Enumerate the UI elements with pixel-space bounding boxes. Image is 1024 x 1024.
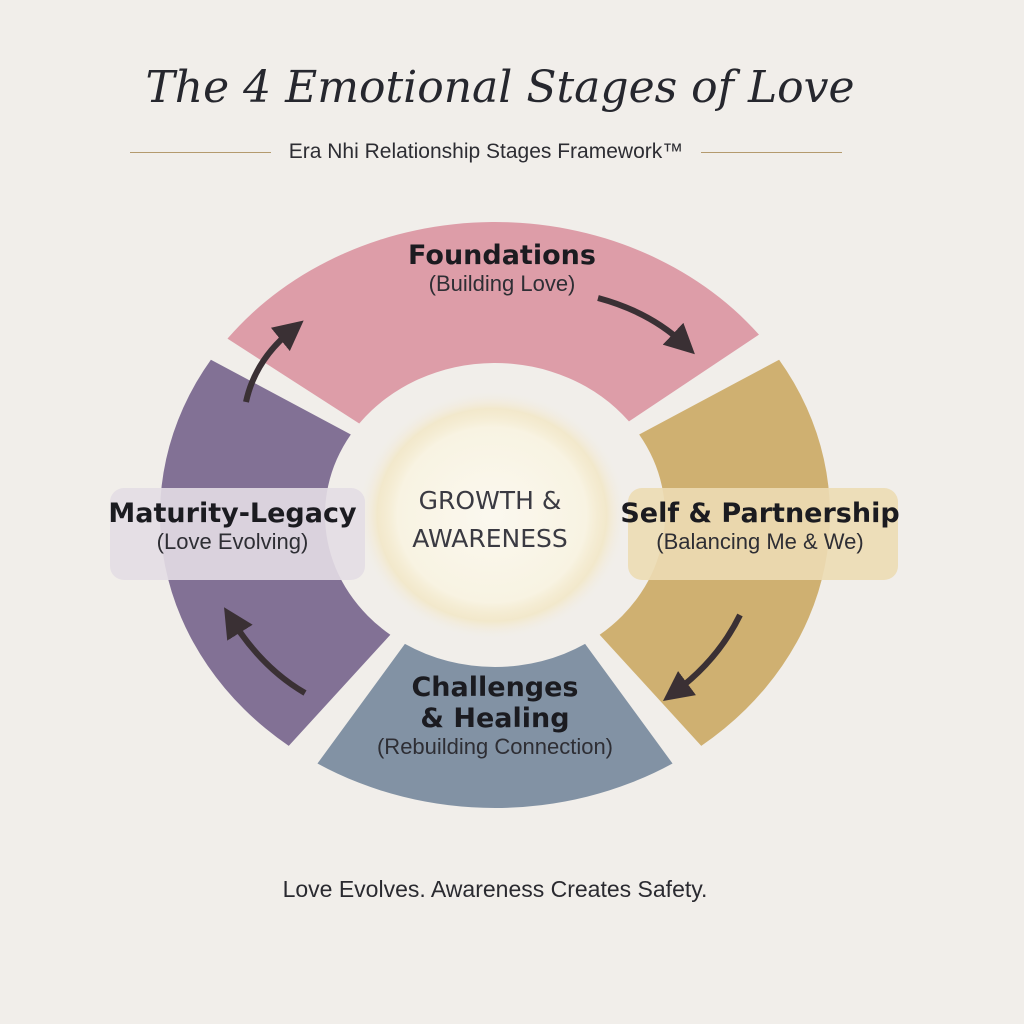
subtitle-row: Era Nhi Relationship Stages Framework™ (130, 140, 842, 164)
stage-subtitle: (Love Evolving) (156, 529, 309, 554)
stage-title: Foundations (408, 240, 596, 271)
divider-right (701, 151, 842, 153)
stage-challenges-healing: Challenges & Healing (Rebuilding Connect… (345, 672, 645, 760)
stage-maturity-legacy: Maturity-Legacy (Love Evolving) (100, 498, 365, 555)
center-line-2: AWARENESS (412, 524, 568, 553)
arrow-to-self-partnership-icon (597, 295, 695, 355)
page-title: The 4 Emotional Stages of Love (145, 62, 855, 113)
arrow-to-foundations-icon (243, 320, 304, 403)
stage-title: Challenges (411, 672, 579, 703)
stage-foundations: Foundations (Building Love) (352, 240, 652, 297)
center-label: GROWTH & AWARENESS (380, 482, 600, 558)
center-line-1: GROWTH & (418, 486, 562, 515)
stage-self-partnership: Self & Partnership (Balancing Me & We) (620, 498, 900, 555)
label-backdrop-maturity-legacy (110, 488, 365, 580)
stage-subtitle: (Rebuilding Connection) (376, 734, 614, 759)
arrow-to-maturity-icon (224, 607, 307, 696)
segment-foundations (227, 221, 759, 424)
stage-subtitle: (Balancing Me & We) (656, 529, 864, 554)
stage-title: Maturity-Legacy (108, 498, 357, 529)
footer-tagline: Love Evolves. Awareness Creates Safety. (282, 876, 708, 902)
center-glow (357, 390, 627, 640)
stage-title: Self & Partnership (620, 498, 900, 529)
stage-title-line2: & Healing (420, 703, 570, 734)
stage-subtitle: (Building Love) (428, 271, 576, 296)
arrow-to-challenges-icon (662, 613, 743, 701)
label-backdrop-self-partnership (628, 488, 898, 580)
segment-challenges-healing (317, 643, 673, 808)
divider-left (130, 151, 271, 153)
subtitle: Era Nhi Relationship Stages Framework™ (288, 140, 684, 163)
